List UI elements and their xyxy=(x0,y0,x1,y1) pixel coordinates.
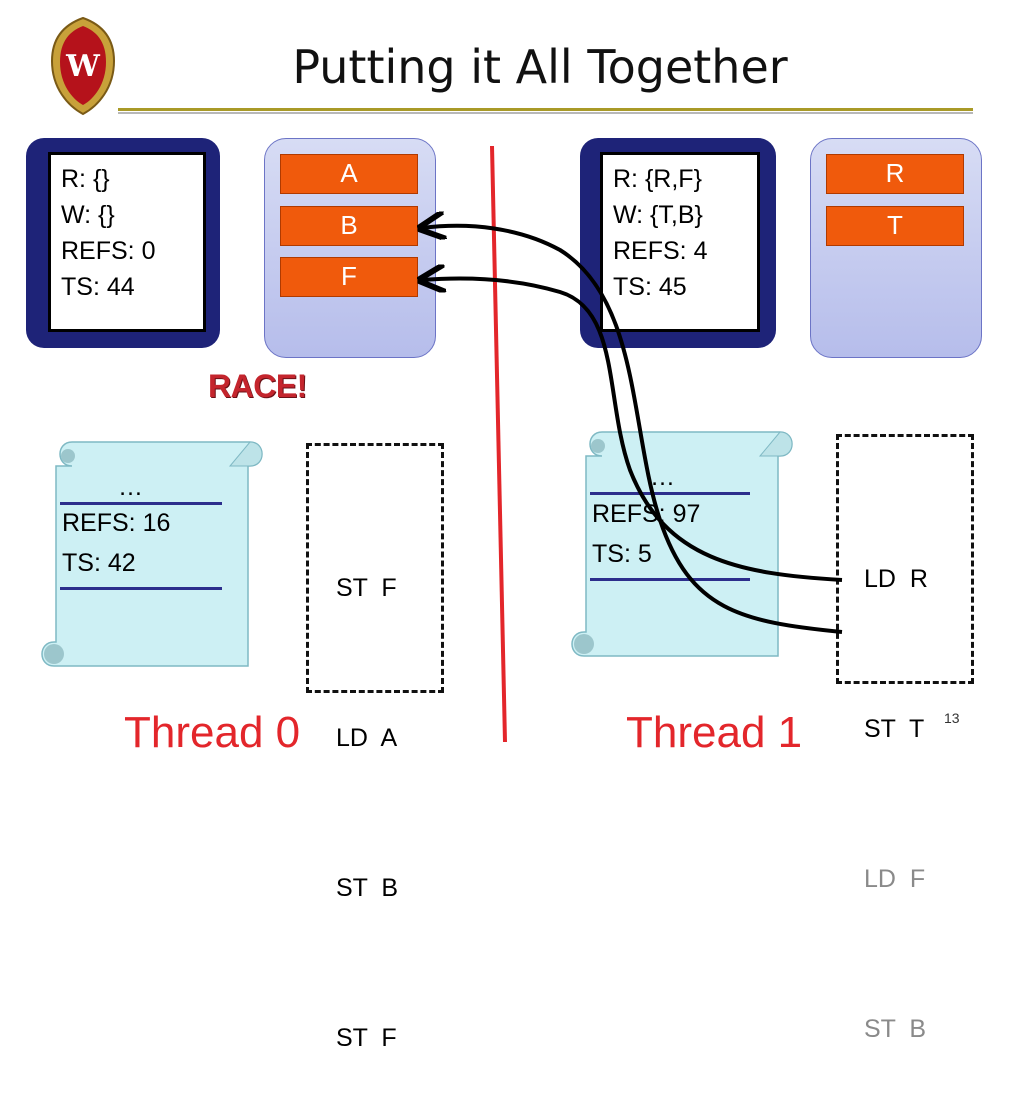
thread0-refs: REFS: 0 xyxy=(61,237,156,265)
thread0-log-bottom-line xyxy=(60,587,222,590)
thread1-log-ellipsis: … xyxy=(650,463,675,491)
overlay-graphics xyxy=(0,145,843,743)
thread1-instr-4: ST B xyxy=(864,1015,927,1043)
thread1-instr-3: LD F xyxy=(864,865,926,893)
thread1-log-top-line xyxy=(590,492,750,495)
thread0-instruction-box xyxy=(306,443,444,693)
thread0-cache-line-f: F xyxy=(280,257,418,297)
thread1-log-scroll xyxy=(571,431,793,657)
thread0-label: Thread 0 xyxy=(124,708,301,757)
thread0-instr-4: ST F xyxy=(336,1024,397,1052)
thread1-refs: REFS: 4 xyxy=(613,237,708,265)
thread0-log-scroll xyxy=(41,441,263,667)
race-label: RACE! xyxy=(208,368,307,404)
thread0-log-ts: TS: 42 xyxy=(62,549,136,577)
thread0-instr-1: ST F xyxy=(336,574,397,602)
thread0-log-ellipsis: … xyxy=(118,473,143,501)
thread1-cache-line-r: R xyxy=(826,154,964,194)
thread0-state-panel: R: {} W: {} REFS: 0 TS: 44 xyxy=(48,152,206,332)
thread1-log-ts: TS: 5 xyxy=(592,540,652,568)
thread1-log-bottom-line xyxy=(590,578,750,581)
thread1-state-panel: R: {R,F} W: {T,B} REFS: 4 TS: 45 xyxy=(600,152,760,332)
slide-number: 13 xyxy=(944,710,960,726)
thread0-instr-3: ST B xyxy=(336,874,399,902)
university-crest-logo: W xyxy=(50,16,116,116)
thread1-instruction-box xyxy=(836,434,974,684)
thread0-write-set: W: {} xyxy=(61,201,115,229)
thread1-cache-line-t: T xyxy=(826,206,964,246)
thread0-log-top-line xyxy=(60,502,222,505)
title-rule xyxy=(118,108,973,111)
thread0-cache-line-b: B xyxy=(280,206,418,246)
thread1-instr-2: ST T xyxy=(864,715,925,743)
thread1-label: Thread 1 xyxy=(626,708,803,757)
slide-title: Putting it All Together xyxy=(292,40,788,94)
logo-letter: W xyxy=(65,49,101,84)
thread0-log-refs: REFS: 16 xyxy=(62,509,171,537)
thread1-read-set: R: {R,F} xyxy=(613,165,702,193)
thread0-ts: TS: 44 xyxy=(61,273,135,301)
thread0-cache-line-a: A xyxy=(280,154,418,194)
thread1-instr-1: LD R xyxy=(864,565,928,593)
arrow-st-b-to-cache-b xyxy=(422,226,843,634)
thread1-ts: TS: 45 xyxy=(613,273,687,301)
title-rule-shadow xyxy=(118,112,973,114)
thread-divider-line xyxy=(490,145,507,743)
arrow-ld-f-to-cache-f xyxy=(422,279,843,582)
thread0-read-set: R: {} xyxy=(61,165,110,193)
thread1-write-set: W: {T,B} xyxy=(613,201,703,229)
thread0-instr-2: LD A xyxy=(336,724,398,752)
